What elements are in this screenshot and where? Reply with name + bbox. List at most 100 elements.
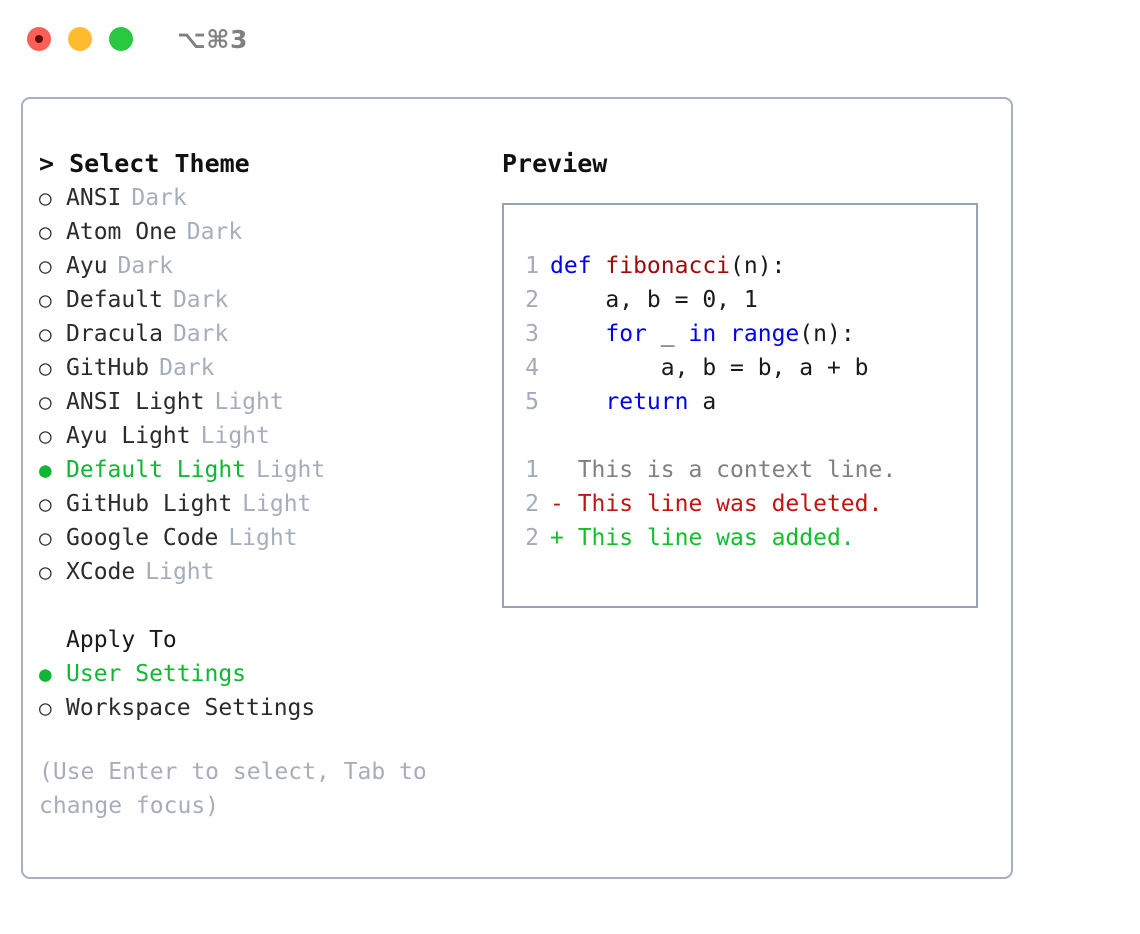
code-line-text: a, b = b, a + b — [550, 351, 869, 385]
theme-option-tag: Light — [242, 491, 312, 517]
radio-unselected-icon: ○ — [39, 424, 52, 448]
code-token-pn: a — [688, 389, 717, 415]
radio-unselected-icon: ○ — [39, 356, 52, 380]
theme-option-dracula[interactable]: ○ Dracula Dark — [39, 317, 469, 351]
radio-unselected-icon: ○ — [39, 696, 52, 720]
line-number: 1 — [525, 253, 539, 279]
title-bar: ⌥⌘3 — [0, 0, 1140, 78]
radio-unselected-icon: ○ — [39, 322, 52, 346]
apply-to-list: ● User Settings ○Workspace Settings — [39, 657, 469, 725]
theme-option-tag: Dark — [186, 219, 243, 245]
code-line: 1 def fibonacci(n): — [504, 249, 976, 283]
apply-to-option-workspace-settings[interactable]: ○Workspace Settings — [39, 691, 469, 725]
theme-option-label: Ayu — [66, 253, 108, 279]
diff-line-text: This line was deleted. — [577, 491, 883, 517]
code-line: 2 a, b = 0, 1 — [504, 283, 976, 317]
theme-option-label: XCode — [66, 559, 136, 585]
line-number: 2 — [525, 525, 539, 551]
diff-line-text: This is a context line. — [577, 457, 897, 483]
theme-option-label: GitHub Light — [66, 491, 233, 517]
keyboard-hint-text: (Use Enter to select, Tab to change focu… — [39, 759, 441, 819]
code-token-pn: a, b = b, a + b — [550, 355, 869, 381]
code-token-kw: range — [730, 321, 800, 347]
maximize-button[interactable] — [109, 27, 133, 51]
theme-option-label: ANSI Light — [66, 389, 205, 415]
apply-to-heading: Apply To — [66, 627, 177, 653]
diff-marker — [550, 453, 578, 487]
select-theme-heading: > Select Theme — [39, 149, 250, 178]
theme-option-tag: Dark — [172, 321, 229, 347]
code-token-kw: return — [605, 389, 689, 415]
radio-unselected-icon: ○ — [39, 220, 52, 244]
theme-option-google-code[interactable]: ○ Google Code Light — [39, 521, 469, 555]
line-number: 3 — [525, 321, 539, 347]
radio-selected-icon: ● — [39, 662, 52, 686]
diff-line-text: This line was added. — [577, 525, 855, 551]
code-line-text: a, b = 0, 1 — [550, 283, 758, 317]
theme-option-ayu[interactable]: ○ Ayu Dark — [39, 249, 469, 283]
diff-line: 2- This line was deleted. — [504, 487, 976, 521]
theme-option-github[interactable]: ○ GitHub Dark — [39, 351, 469, 385]
theme-option-tag: Dark — [159, 355, 215, 381]
radio-unselected-icon: ○ — [39, 526, 52, 550]
keyboard-shortcut-label: ⌥⌘3 — [177, 24, 248, 54]
preview-heading: Preview — [502, 149, 608, 178]
diff-sample: 1 This is a context line.2- This line wa… — [504, 453, 976, 555]
code-line-text: for _ in range(n): — [550, 317, 855, 351]
theme-option-tag: Light — [214, 389, 284, 415]
radio-unselected-icon: ○ — [39, 254, 52, 278]
code-token-pn: a, b = 0, 1 — [550, 287, 758, 313]
theme-option-label: GitHub — [66, 355, 150, 381]
diff-marker: - — [550, 491, 578, 517]
code-token-kw: in — [688, 321, 717, 347]
theme-option-label: Ayu Light — [66, 423, 191, 449]
line-number: 1 — [525, 457, 539, 483]
theme-option-ansi-light[interactable]: ○ ANSI Light Light — [39, 385, 469, 419]
apply-to-option-user-settings[interactable]: ● User Settings — [39, 657, 469, 691]
code-token-pn: (n): — [799, 321, 855, 347]
line-number: 2 — [525, 491, 539, 517]
code-line: 5 return a — [504, 385, 976, 419]
line-number: 5 — [525, 389, 539, 415]
code-line: 4 a, b = b, a + b — [504, 351, 976, 385]
minimize-button[interactable] — [68, 27, 92, 51]
code-token-pn: _ — [646, 321, 689, 347]
theme-option-tag: Light — [200, 423, 270, 449]
theme-option-tag: Light — [228, 525, 298, 551]
code-line-text: def fibonacci(n): — [550, 249, 785, 283]
theme-option-label: Google Code — [66, 525, 219, 551]
list-spacer — [39, 589, 469, 623]
code-token-pn — [550, 389, 605, 415]
apply-to-option-label: User Settings — [66, 661, 247, 687]
theme-option-label: Atom One — [66, 219, 177, 245]
theme-option-ayu-light[interactable]: ○ Ayu Light Light — [39, 419, 469, 453]
diff-marker: + — [550, 525, 578, 551]
radio-unselected-icon: ○ — [39, 186, 52, 210]
code-token-pn — [550, 321, 605, 347]
radio-unselected-icon: ○ — [39, 560, 52, 584]
radio-unselected-icon: ○ — [39, 288, 52, 312]
close-button[interactable] — [27, 27, 51, 51]
theme-option-tag: Light — [256, 457, 326, 483]
theme-option-label: Default — [66, 287, 163, 313]
theme-option-tag: Dark — [117, 253, 173, 279]
diff-line: 1 This is a context line. — [504, 453, 976, 487]
diff-line: 2 + This line was added. — [504, 521, 976, 555]
radio-unselected-icon: ○ — [39, 390, 52, 414]
code-token-kw: def — [550, 253, 606, 279]
code-token-kw: for — [605, 321, 647, 347]
theme-option-label: Dracula — [66, 321, 163, 347]
code-line-text: return a — [550, 385, 716, 419]
theme-option-atom-one[interactable]: ○ Atom One Dark — [39, 215, 469, 249]
